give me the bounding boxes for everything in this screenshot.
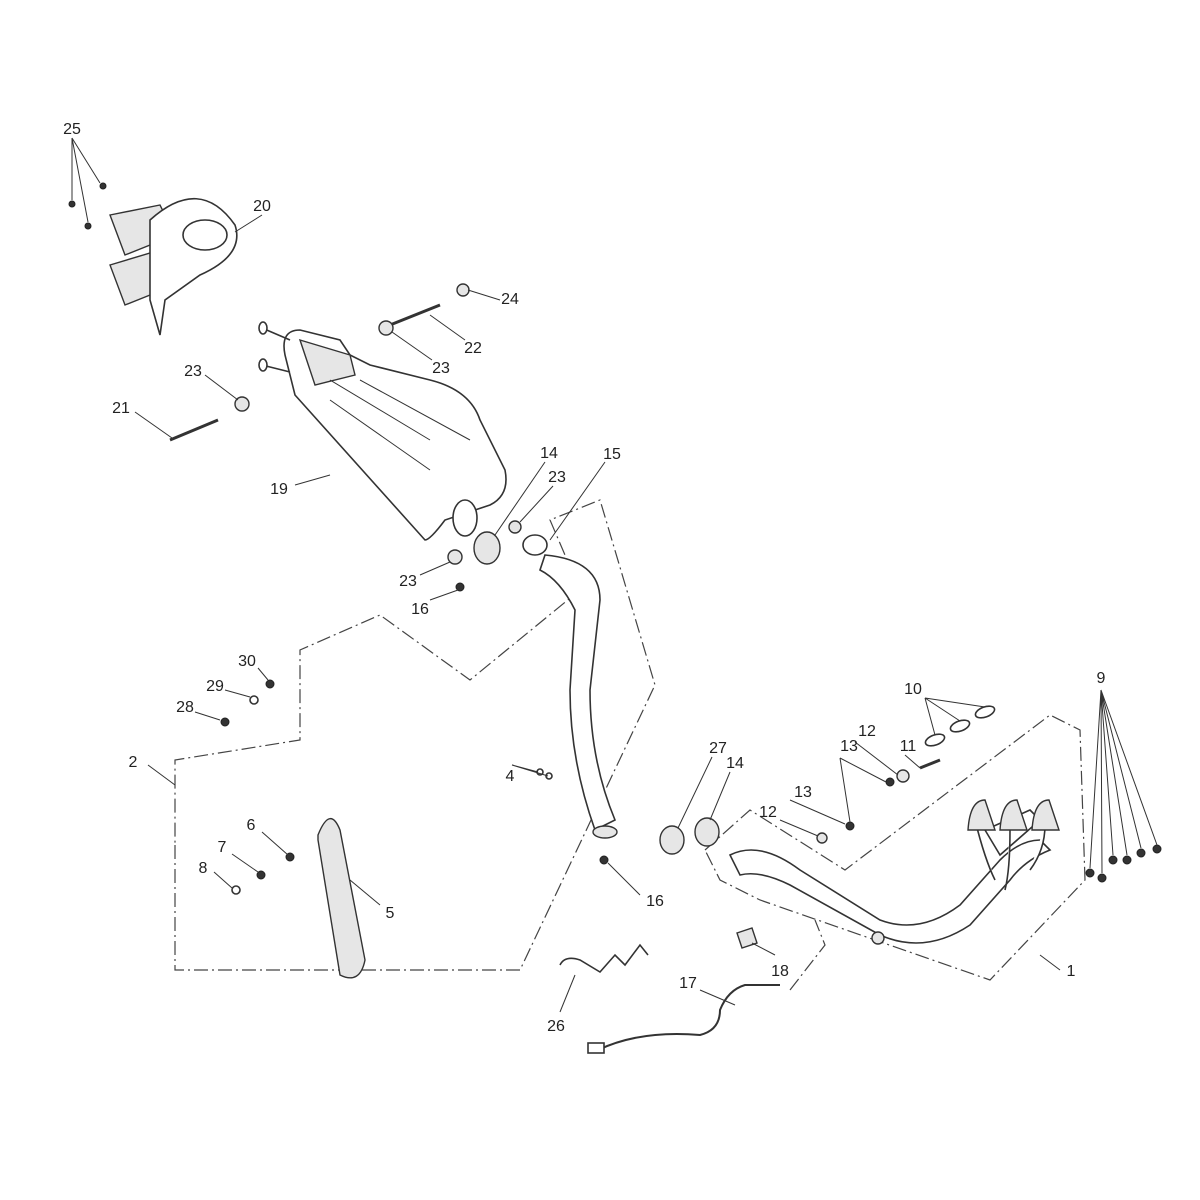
part-14-gasket — [694, 817, 720, 847]
part-7-washer — [256, 870, 266, 880]
part-30-nut — [265, 679, 275, 689]
part-16-bolt — [599, 855, 609, 865]
callout-16: 16 — [411, 601, 429, 618]
callout-22: 22 — [464, 340, 482, 357]
part-12-nut — [816, 832, 828, 844]
callout-14: 14 — [540, 445, 558, 462]
callout-2: 2 — [129, 754, 138, 771]
callout-19: 19 — [270, 481, 288, 498]
group-outline-17 — [789, 919, 826, 991]
callout-23: 23 — [399, 573, 417, 590]
part-19-silencer — [258, 321, 507, 541]
callout-15: 15 — [603, 446, 621, 463]
part-14-gasket — [473, 531, 501, 565]
callout-29: 29 — [206, 678, 224, 695]
callout-25: 25 — [63, 121, 81, 138]
part-10-gasket — [924, 733, 946, 747]
callout-18: 18 — [771, 963, 789, 980]
part-24-nut — [456, 283, 470, 297]
part-9-nuts — [1085, 844, 1162, 883]
callout-23: 23 — [548, 469, 566, 486]
part-23-nut — [508, 520, 522, 534]
part-27-gasket — [659, 825, 685, 855]
callout-9: 9 — [1097, 670, 1106, 687]
part-10-gasket — [949, 719, 971, 733]
part-28-bolt — [220, 717, 230, 727]
callout-5: 5 — [386, 905, 395, 922]
part-20-end-cap — [109, 197, 238, 336]
callout-14: 14 — [726, 755, 744, 772]
part-13-washer — [845, 821, 855, 831]
callout-23: 23 — [432, 360, 450, 377]
part-15-mid-pipe — [522, 534, 618, 839]
callout-21: 21 — [112, 400, 130, 417]
group-outline-1 — [704, 714, 1086, 981]
callout-labels: 1 2 4 5 6 7 8 9 10 11 12 12 13 13 14 14 … — [63, 121, 1105, 1035]
callout-10: 10 — [904, 681, 922, 698]
part-11-stud — [919, 758, 941, 770]
callout-23: 23 — [184, 363, 202, 380]
callout-27: 27 — [709, 740, 727, 757]
part-18-plug — [736, 927, 758, 949]
leader-lines — [71, 137, 1158, 1013]
callout-4: 4 — [506, 768, 515, 785]
part-23-nut — [447, 549, 463, 565]
callout-11: 11 — [900, 738, 917, 755]
part-21-bolt — [169, 418, 219, 442]
part-17-o2-sensor — [597, 984, 780, 1051]
callout-17: 17 — [679, 975, 697, 992]
part-17-connector — [587, 1042, 605, 1054]
callout-8: 8 — [199, 860, 208, 877]
part-12-nut — [896, 769, 910, 783]
callout-7: 7 — [218, 839, 227, 856]
callout-13: 13 — [794, 784, 812, 801]
part-23-nut — [378, 320, 394, 336]
callout-24: 24 — [501, 291, 519, 308]
part-29-washer — [249, 695, 259, 705]
callout-12: 12 — [858, 723, 876, 740]
part-4-clip — [545, 772, 553, 780]
part-23-nut — [234, 396, 250, 412]
callout-30: 30 — [238, 653, 256, 670]
part-1-header — [728, 799, 1060, 945]
part-16-bolt — [455, 582, 465, 592]
part-13-washer — [885, 777, 895, 787]
callout-12: 12 — [759, 804, 777, 821]
part-10-gasket — [974, 705, 996, 719]
part-22-bolt — [389, 303, 441, 327]
callout-26: 26 — [547, 1018, 565, 1035]
callout-28: 28 — [176, 699, 194, 716]
part-25-screws — [68, 182, 107, 230]
part-8-bolt — [231, 885, 241, 895]
part-5-heat-shield — [317, 818, 366, 979]
callout-6: 6 — [247, 817, 256, 834]
callout-20: 20 — [253, 198, 271, 215]
callout-1: 1 — [1067, 963, 1076, 980]
callout-16: 16 — [646, 893, 664, 910]
part-26-wire-bracket — [559, 943, 649, 974]
callout-13: 13 — [840, 738, 858, 755]
